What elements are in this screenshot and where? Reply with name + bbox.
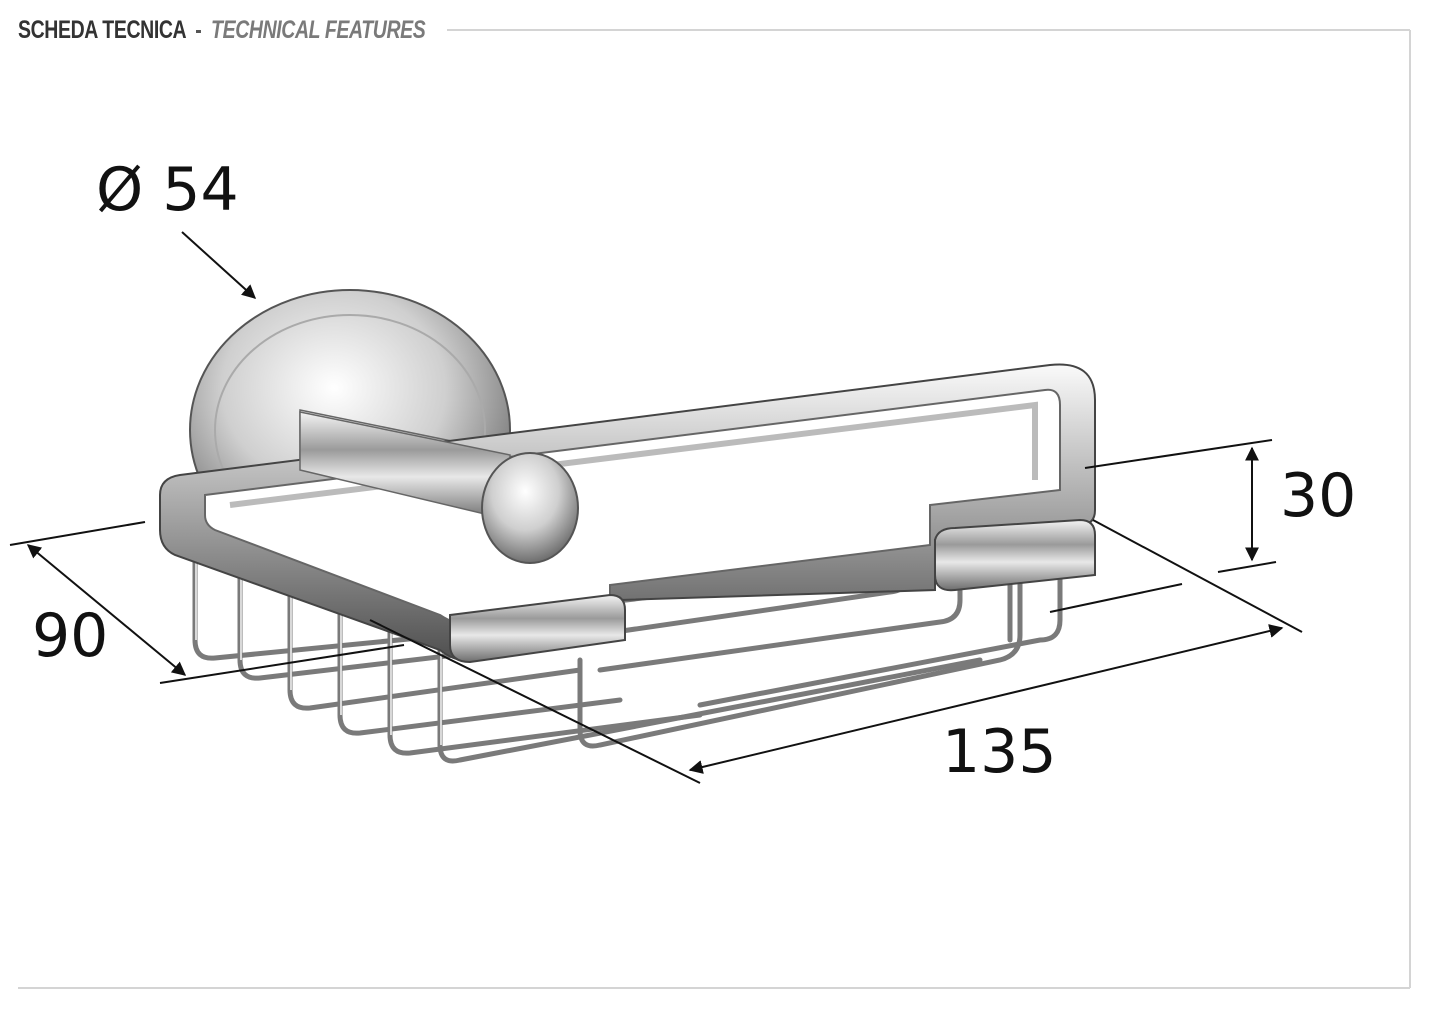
title-separator: - (195, 15, 202, 44)
title-italian: SCHEDA TECNICA (18, 15, 186, 44)
depth-value: 90 (32, 601, 109, 671)
width-dimension-line (688, 624, 1284, 774)
diameter-leader (181, 231, 257, 299)
soap-basket-illustration (159, 289, 1096, 764)
height-value: 30 (1280, 461, 1357, 531)
depth-label: 90 (32, 606, 108, 666)
sheet-frame (18, 29, 1411, 989)
height-label: 30 (1280, 466, 1356, 526)
diameter-label: Ø 54 (96, 160, 239, 220)
sheet-header: SCHEDA TECNICA - TECHNICAL FEATURES (18, 12, 540, 48)
header-title: SCHEDA TECNICA - TECHNICAL FEATURES (18, 15, 426, 45)
width-label: 135 (942, 722, 1057, 782)
dimension-lines (9, 231, 1303, 784)
depth-dimension-line (26, 544, 187, 676)
diameter-value: Ø 54 (96, 155, 239, 225)
width-value: 135 (942, 717, 1057, 787)
title-english: TECHNICAL FEATURES (211, 15, 426, 44)
